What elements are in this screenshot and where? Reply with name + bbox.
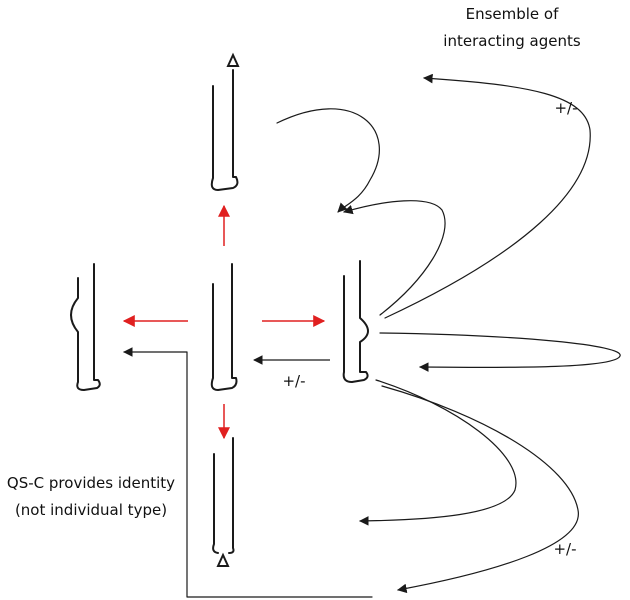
differentiation-arrows [122,204,326,440]
arrow-loop-lower-medium [359,379,517,526]
cell-left [70,263,101,391]
arrow-loop-horizontal [379,332,621,372]
arrow-loop-upper-large [384,73,591,319]
cell-right [342,260,369,383]
ensemble-title-line2: interacting agents [443,32,581,50]
cell-bottom [212,437,235,567]
sign-lower-right: +/- [553,540,576,558]
feedback-loop-line [123,347,373,598]
cell-top-tip-icon [226,52,240,67]
qs-caption-line2: (not individual type) [15,501,167,519]
qs-caption-line1: QS-C provides identity [7,474,175,492]
sign-upper-right: +/- [554,99,577,117]
arrow-loop-upper-medium [343,200,446,316]
ensemble-title-line1: Ensemble of [466,5,560,23]
arrow-loop-lower-large [381,385,579,594]
cell-top [210,52,240,191]
cell-bottom-tip-icon [216,552,230,567]
arrow-loop-upper-small [276,108,380,213]
cell-center [210,263,238,391]
interaction-arrows [123,73,621,598]
sign-center: +/- [282,372,305,390]
